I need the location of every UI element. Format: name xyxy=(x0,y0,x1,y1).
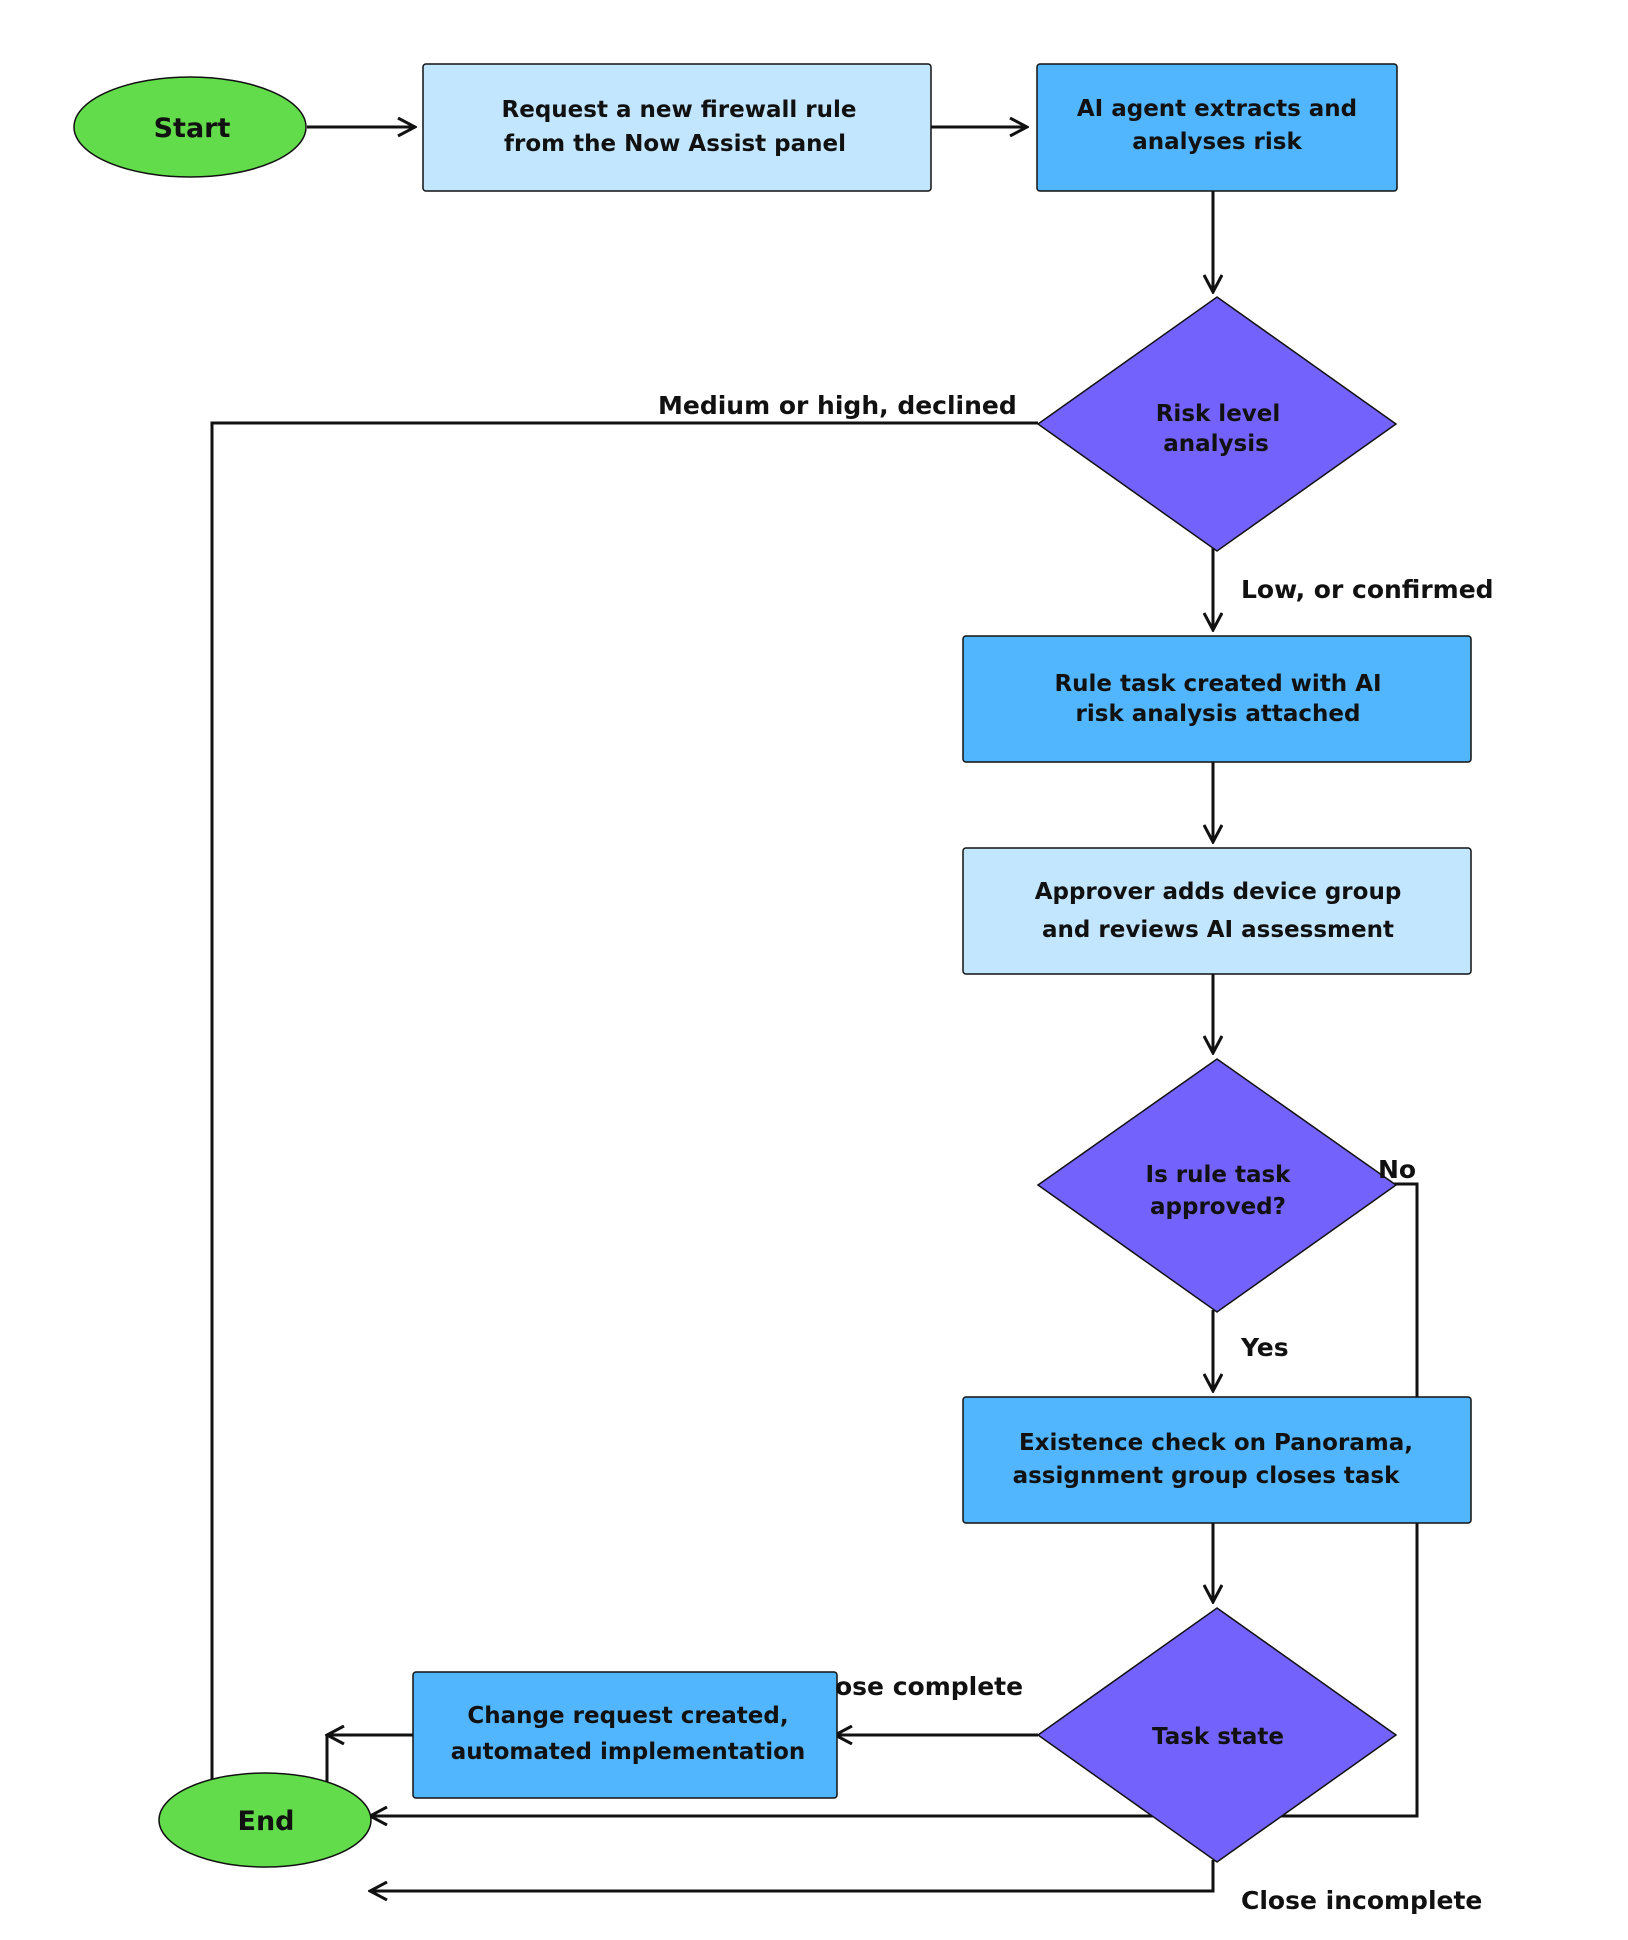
edge-taskstate-incomplete xyxy=(370,1860,1215,1891)
change-request-label-line1: Change request created, xyxy=(467,1703,788,1729)
end-node: End xyxy=(158,1772,372,1868)
task-state-label: Task state xyxy=(1152,1724,1284,1750)
label-close-complete: ose complete xyxy=(835,1672,1023,1701)
rule-task-label-line1: Rule task created with AI xyxy=(1054,671,1381,697)
end-ellipse xyxy=(158,1772,372,1868)
rule-task-box xyxy=(962,635,1472,763)
request-label-line1: Request a new firewall rule xyxy=(502,97,857,123)
approved-diamond xyxy=(1036,1058,1398,1313)
label-no: No xyxy=(1378,1155,1416,1184)
existence-label-line2: assignment group closes task xyxy=(1013,1463,1401,1489)
end-label: End xyxy=(238,1806,295,1837)
approver-label-line2: and reviews AI assessment xyxy=(1042,917,1394,943)
approver-label-line1: Approver adds device group xyxy=(1035,879,1402,905)
ai-agent-label-line1: AI agent extracts and xyxy=(1077,96,1357,122)
request-box xyxy=(422,63,932,192)
change-request-node: Change request created, automated implem… xyxy=(412,1671,838,1799)
edge-risk-declined xyxy=(210,421,1038,1780)
start-node: Start xyxy=(73,76,307,178)
risk-level-diamond xyxy=(1036,296,1398,552)
ai-agent-node: AI agent extracts and analyses risk xyxy=(1036,63,1398,192)
existence-node: Existence check on Panorama, assignment … xyxy=(962,1396,1472,1524)
risk-level-node: Risk level analysis xyxy=(1036,296,1398,552)
approved-label-line2: approved? xyxy=(1150,1194,1286,1220)
task-state-diamond xyxy=(1036,1607,1398,1863)
start-ellipse xyxy=(73,76,307,178)
request-node: Request a new firewall rule from the Now… xyxy=(422,63,932,192)
risk-level-label-line2: analysis xyxy=(1163,431,1269,457)
start-label: Start xyxy=(154,113,231,144)
approved-node: Is rule task approved? xyxy=(1036,1058,1398,1313)
approved-label-line1: Is rule task xyxy=(1146,1162,1292,1188)
change-request-box xyxy=(412,1671,838,1799)
label-low-confirmed: Low, or confirmed xyxy=(1241,575,1494,604)
change-request-label-line2: automated implementation xyxy=(451,1739,806,1765)
approver-node: Approver adds device group and reviews A… xyxy=(962,847,1472,975)
rule-task-label-line2: risk analysis attached xyxy=(1076,701,1361,727)
label-close-incomplete: Close incomplete xyxy=(1241,1886,1482,1915)
approver-box xyxy=(962,847,1472,975)
request-label-line2: from the Now Assist panel xyxy=(504,131,846,157)
ai-agent-box xyxy=(1036,63,1398,192)
edge-labels: Medium or high, declined Low, or confirm… xyxy=(658,391,1494,1915)
rule-task-node: Rule task created with AI risk analysis … xyxy=(962,635,1472,763)
label-yes: Yes xyxy=(1240,1333,1289,1362)
risk-level-label-line1: Risk level xyxy=(1156,401,1281,427)
existence-box xyxy=(962,1396,1472,1524)
ai-agent-label-line2: analyses risk xyxy=(1132,129,1302,155)
label-medium-high: Medium or high, declined xyxy=(658,391,1017,420)
existence-label-line1: Existence check on Panorama, xyxy=(1019,1430,1413,1456)
task-state-node: Task state xyxy=(1036,1607,1398,1863)
